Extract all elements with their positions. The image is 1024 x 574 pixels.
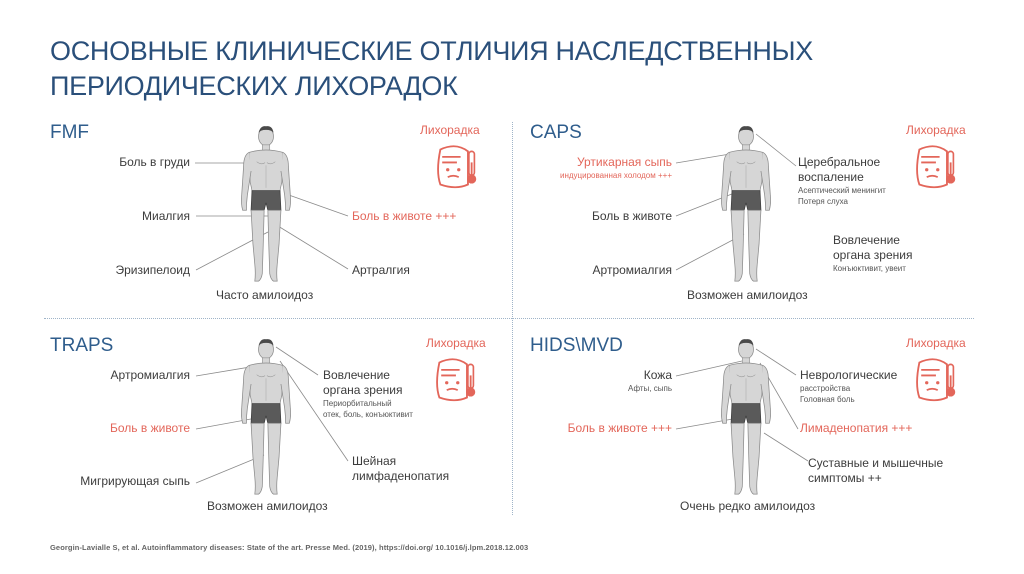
- hids-neuro-line1: Неврологические: [800, 368, 898, 382]
- hids-amyloidosis-note: Очень редко амилоидоз: [680, 499, 816, 513]
- fmf-abdominal-pain: Боль в животе +++: [352, 209, 457, 223]
- caps-abdominal-pain: Боль в животе: [592, 209, 672, 223]
- caps-urticaria-text: Уртикарная сыпь: [576, 155, 672, 169]
- traps-amyloidosis-note: Возможен амилоидоз: [207, 499, 328, 513]
- fmf-fever-icon: [433, 144, 479, 190]
- hids-neuro-sub1: расстройства: [800, 384, 851, 393]
- fmf-arthralgia: Артралгия: [352, 263, 410, 277]
- panel-caps-title: CAPS: [530, 122, 582, 143]
- caps-eye-line1: Вовлечение: [833, 233, 900, 247]
- traps-abdominal-pain: Боль в животе: [110, 421, 190, 435]
- traps-fever-label: Лихорадка: [426, 336, 486, 350]
- hids-joint-muscle: Суставные и мышечные симптомы ++: [808, 456, 943, 486]
- traps-lymph-line2: лимфаденопатия: [352, 469, 450, 483]
- hids-neuro-sub2: Головная боль: [800, 395, 855, 404]
- traps-lymph-line1: Шейная: [352, 454, 397, 468]
- traps-eye: Вовлечение органа зрения Периорбитальный…: [323, 368, 413, 420]
- caps-eye-line2: органа зрения: [833, 248, 913, 262]
- panel-traps-title: TRAPS: [50, 335, 114, 356]
- hids-body-figure-icon: [718, 335, 774, 503]
- caps-urticaria: Уртикарная сыпь индуцированная холодом +…: [560, 155, 672, 181]
- page-title: ОСНОВНЫЕ КЛИНИЧЕСКИЕ ОТЛИЧИЯ НАСЛЕДСТВЕН…: [50, 34, 950, 104]
- caps-cerebral-sub1: Асептический менингит: [798, 186, 886, 195]
- caps-eye: Вовлечение органа зрения Конъюктивит, ув…: [833, 233, 912, 274]
- hids-fever-icon: [912, 357, 958, 403]
- fmf-chest-pain: Боль в груди: [119, 155, 190, 169]
- caps-fever-icon: [912, 144, 958, 190]
- hids-skin-sub: Афты, сыпь: [628, 384, 672, 393]
- caps-cerebral-sub2: Потеря слуха: [798, 197, 848, 206]
- traps-eye-line2: органа зрения: [323, 383, 403, 397]
- caps-cerebral: Церебральное воспаление Асептический мен…: [798, 155, 886, 207]
- citation: Georgin-Lavialle S, et al. Autoinflammat…: [50, 543, 529, 552]
- fmf-myalgia: Миалгия: [142, 209, 190, 223]
- fmf-body-figure-icon: [238, 122, 294, 290]
- traps-lymph: Шейная лимфаденопатия: [352, 454, 449, 484]
- caps-amyloidosis-note: Возможен амилоидоз: [687, 288, 808, 302]
- horizontal-divider: [44, 318, 974, 319]
- caps-cerebral-line1: Церебральное: [798, 155, 881, 169]
- panel-fmf: FMF Лихорадка Боль в груди Миалгия Эризи…: [50, 122, 520, 317]
- fmf-fever-label: Лихорадка: [420, 123, 480, 137]
- panel-fmf-title: FMF: [50, 122, 90, 143]
- fmf-amyloidosis-note: Часто амилоидоз: [216, 288, 314, 302]
- caps-arthromyalgia: Артромиалгия: [592, 263, 672, 277]
- fmf-erysipeloid: Эризипелоид: [115, 263, 191, 277]
- hids-joint-line2: симптомы ++: [808, 471, 882, 485]
- caps-urticaria-sub: индуцированная холодом +++: [559, 171, 672, 180]
- traps-eye-sub1: Периорбитальный: [323, 399, 392, 408]
- caps-eye-sub: Конъюктивит, увеит: [833, 264, 906, 273]
- hids-abdominal-pain: Боль в животе +++: [567, 421, 672, 435]
- hids-joint-line1: Суставные и мышечные: [808, 456, 944, 470]
- traps-arthromyalgia: Артромиалгия: [110, 368, 190, 382]
- panel-traps: TRAPS Лихорадка Артромиалгия Боль в живо…: [50, 335, 520, 530]
- traps-eye-line1: Вовлечение: [323, 368, 390, 382]
- hids-fever-label: Лихорадка: [906, 336, 966, 350]
- caps-fever-label: Лихорадка: [906, 123, 966, 137]
- hids-lymphadenopathy: Лимаденопатия +++: [800, 421, 913, 435]
- traps-migrating-rash: Мигрирующая сыпь: [80, 474, 190, 488]
- panel-hids-title: HIDS\MVD: [530, 335, 623, 356]
- hids-skin: Кожа Афты, сыпь: [628, 368, 672, 394]
- hids-neuro: Неврологические расстройства Головная бо…: [800, 368, 897, 405]
- traps-body-figure-icon: [238, 335, 294, 503]
- caps-body-figure-icon: [718, 122, 774, 290]
- title-line-1: ОСНОВНЫЕ КЛИНИЧЕСКИЕ ОТЛИЧИЯ НАСЛЕДСТВЕН…: [50, 36, 813, 66]
- hids-skin-text: Кожа: [643, 368, 672, 382]
- panel-hids: HIDS\MVD Лихорадка Кожа Афты, сыпь Боль …: [530, 335, 1000, 530]
- traps-fever-icon: [432, 357, 478, 403]
- fmf-leader-lines: [195, 162, 349, 271]
- caps-cerebral-line2: воспаление: [798, 170, 864, 184]
- traps-eye-sub2: отек, боль, конъюктивит: [323, 410, 413, 419]
- title-line-2: ПЕРИОДИЧЕСКИХ ЛИХОРАДОК: [50, 71, 458, 101]
- panel-caps: CAPS Лихорадка Уртикарная сыпь индуциров…: [530, 122, 1000, 317]
